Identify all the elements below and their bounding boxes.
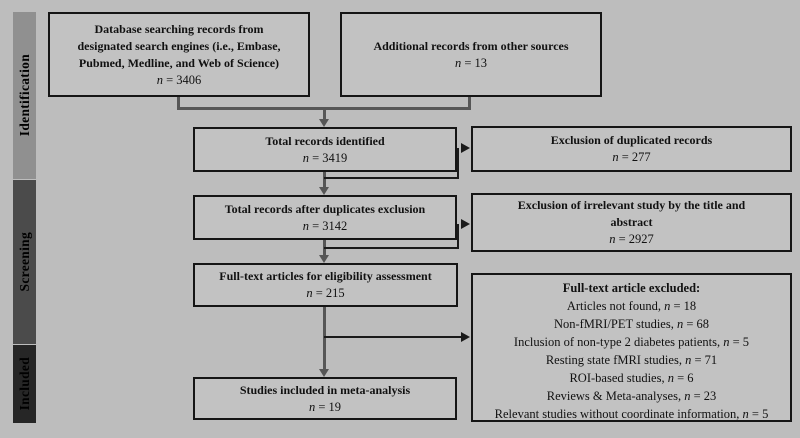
- n-symbol: n: [454, 55, 462, 70]
- n-symbol: n: [156, 72, 163, 87]
- excluded-item: Resting state fMRI studies, n = 71: [545, 353, 718, 367]
- box-fulltext-excluded: Full-text article excluded: Articles not…: [471, 273, 792, 422]
- count-value: = 13: [464, 55, 488, 70]
- box-title: Database searching records from designat…: [77, 21, 281, 70]
- box-title: Exclusion of duplicated records: [550, 133, 713, 147]
- excluded-item: Articles not found, n = 18: [566, 299, 697, 313]
- stage-label-identification: Identification: [16, 54, 32, 137]
- count-value: = 3406: [166, 72, 202, 87]
- count-line: n = 2927: [609, 231, 654, 248]
- box-title: Studies included in meta-analysis: [239, 382, 411, 397]
- excluded-item: Non-fMRI/PET studies, n = 68: [553, 317, 710, 331]
- arrowhead-into-excl-irrelevant: [461, 219, 470, 229]
- box-title: Additional records from other sources: [373, 38, 569, 53]
- count-line: n = 3419: [303, 150, 348, 167]
- box-database-search: Database searching records from designat…: [48, 12, 310, 97]
- n-symbol: n: [302, 150, 309, 165]
- stage-bar-screening: Screening: [13, 180, 36, 344]
- branch2-horizontal: [324, 247, 459, 249]
- n-symbol: n: [308, 399, 316, 414]
- box-title: Full-text articles for eligibility asses…: [219, 269, 432, 283]
- branch1-horizontal: [324, 177, 459, 179]
- n-symbol: n: [302, 218, 309, 233]
- box-additional-records: Additional records from other sources n …: [340, 12, 602, 97]
- arrowhead-into-total: [319, 119, 329, 127]
- connector-additional-down: [468, 97, 471, 110]
- branch2-vertical: [457, 224, 459, 249]
- count-value: = 277: [621, 150, 651, 164]
- branch3-horizontal: [324, 336, 461, 338]
- branch1-vertical: [457, 148, 459, 179]
- connector-into-total: [323, 107, 326, 120]
- box-exclusion-duplicates: Exclusion of duplicated records n = 277: [471, 126, 792, 172]
- excluded-list: Articles not found, n = 18 Non-fMRI/PET s…: [495, 297, 769, 423]
- stage-label-included: Included: [16, 357, 32, 411]
- excluded-item: Relevant studies without coordinate info…: [494, 407, 769, 421]
- n-symbol: n: [306, 286, 313, 300]
- count-value: = 3419: [312, 150, 348, 165]
- box-total-identified: Total records identified n = 3419: [193, 127, 457, 172]
- connector-db-down: [177, 97, 180, 110]
- arrowhead-into-fulltext-excluded: [461, 332, 470, 342]
- count-value: = 3142: [312, 218, 348, 233]
- count-line: n = 3142: [303, 218, 348, 235]
- arrowhead-into-afterdup: [319, 187, 329, 195]
- count-line: n = 277: [612, 149, 650, 166]
- box-exclusion-irrelevant: Exclusion of irrelevant study by the tit…: [471, 193, 792, 252]
- box-after-duplicates: Total records after duplicates exclusion…: [193, 195, 457, 240]
- excluded-title: Full-text article excluded:: [562, 281, 701, 295]
- count-line: n = 3406: [157, 72, 202, 89]
- box-title: Exclusion of irrelevant study by the tit…: [517, 198, 746, 229]
- excluded-item: ROI-based studies, n = 6: [569, 371, 694, 385]
- stage-bar-identification: Identification: [13, 12, 36, 179]
- count-value: = 19: [318, 399, 342, 414]
- connector-total-to-afterdup: [323, 172, 326, 189]
- box-title: Total records after duplicates exclusion: [224, 201, 426, 216]
- arrowhead-into-excl-duplicates: [461, 143, 470, 153]
- box-fulltext-eligibility: Full-text articles for eligibility asses…: [193, 263, 458, 307]
- arrowhead-into-fulltext: [319, 255, 329, 263]
- stage-bar-included: Included: [13, 345, 36, 423]
- connector-fulltext-to-included: [323, 307, 326, 370]
- n-symbol: n: [609, 232, 616, 246]
- excluded-item: Reviews & Meta-analyses, n = 23: [546, 389, 717, 403]
- count-value: = 2927: [618, 232, 654, 246]
- count-line: n = 215: [306, 285, 344, 302]
- stage-label-screening: Screening: [16, 232, 32, 292]
- box-title: Total records identified: [265, 133, 385, 148]
- arrowhead-into-included: [319, 369, 329, 377]
- count-line: n = 13: [455, 55, 487, 72]
- n-symbol: n: [612, 150, 619, 164]
- count-value: = 215: [315, 286, 345, 300]
- count-line: n = 19: [309, 399, 341, 416]
- excluded-item: Inclusion of non-type 2 diabetes patient…: [513, 335, 750, 349]
- box-included-meta-analysis: Studies included in meta-analysis n = 19: [193, 377, 457, 420]
